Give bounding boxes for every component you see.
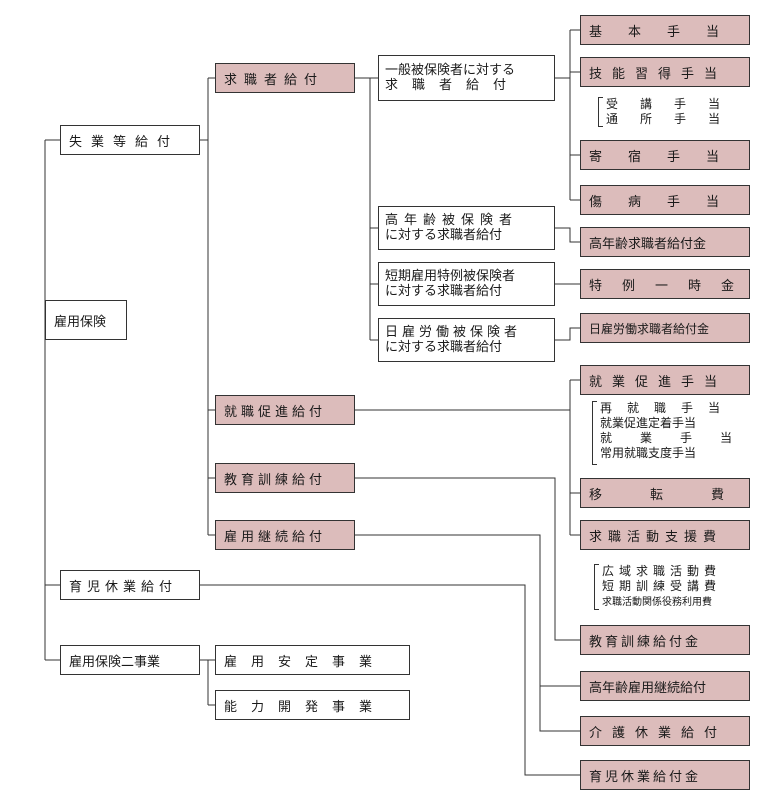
sai-label: 再就職手当: [600, 401, 736, 415]
hiyatoi-box: 日雇労働被保険者 に対する求職者給付: [378, 318, 555, 362]
ippan-box: 一般被保険者に対する 求職者給付: [378, 55, 555, 101]
shobyo-box: 傷病手当: [580, 185, 750, 215]
sai-group: 再就職手当 就業促進定着手当 就業手当 常用就職支度手当: [600, 401, 746, 461]
root-box: 雇用保険: [45, 300, 127, 340]
ippan-line1: 一般被保険者に対する: [385, 63, 516, 78]
teichaku-label: 就業促進定着手当: [600, 416, 697, 430]
tanki-box: 短期雇用特例被保険者 に対する求職者給付: [378, 262, 555, 306]
kishuku-label: 寄宿手当: [589, 149, 746, 165]
konenrei-keizoku-box: 高年齢雇用継続給付: [580, 671, 750, 701]
shushoku-box: 就職促進給付: [215, 395, 355, 425]
shitsugyo-label: 失業等給付: [69, 134, 180, 150]
kyoiku-kin-box: 教育訓練給付金: [580, 625, 750, 655]
riyo-label: 求職活動関係役務利用費: [602, 597, 712, 608]
konenrei-line1: 高年齢被保険者: [385, 213, 519, 228]
tokurei-box: 特例一時金: [580, 269, 750, 299]
katsudo-box: 求職活動支援費: [580, 520, 750, 550]
shobyo-label: 傷病手当: [589, 194, 746, 210]
noryoku-box: 能力開発事業: [215, 690, 410, 720]
kaigo-box: 介護休業給付: [580, 716, 750, 746]
tanki-kunren-label: 短期訓練受講費: [602, 579, 722, 593]
kyushoku-label: 求職者給付: [224, 72, 325, 88]
gino-box: 技能習得手当: [580, 57, 750, 87]
joyo-label: 常用就職支度手当: [600, 446, 697, 460]
koiki-label: 広域求職活動費: [602, 564, 722, 578]
bracket-koiki: [594, 564, 599, 610]
kishuku-box: 寄宿手当: [580, 140, 750, 170]
shushoku-label: 就職促進給付: [224, 404, 327, 420]
konenrei-box: 高年齢被保険者 に対する求職者給付: [378, 206, 555, 250]
konenrei-keizoku-label: 高年齢雇用継続給付: [589, 680, 707, 696]
hiyatoi-kin-box: 日雇労働求職者給付金: [580, 313, 750, 343]
nijigyo-box: 雇用保険二事業: [60, 645, 200, 675]
bracket-jukou: [598, 97, 603, 127]
konenrei-line2: に対する求職者給付: [385, 228, 503, 243]
konenrei-kin-label: 高年齢求職者給付金: [589, 236, 707, 252]
ikuji-box: 育児休業給付: [60, 570, 200, 600]
kyushoku-box: 求職者給付: [215, 63, 355, 93]
koiki-group: 広域求職活動費 短期訓練受講費 求職活動関係役務利用費: [602, 564, 752, 610]
keizoku-box: 雇用継続給付: [215, 520, 355, 550]
hiyatoi-line2: に対する求職者給付: [385, 340, 503, 355]
shitsugyo-box: 失業等給付: [60, 125, 200, 155]
hiyatoi-line1: 日雇労働被保険者: [385, 325, 522, 340]
antei-box: 雇用安定事業: [215, 645, 410, 675]
jukou-label: 受講手当: [606, 97, 743, 111]
jukou-group: 受講手当 通所手当: [606, 97, 746, 127]
gino-label: 技能習得手当: [589, 66, 728, 82]
kaigo-label: 介護休業給付: [589, 725, 728, 741]
ippan-line2: 求職者給付: [385, 78, 521, 93]
ikuji-kin-box: 育児休業給付金: [580, 760, 750, 790]
konenrei-kin-box: 高年齢求職者給付金: [580, 227, 750, 257]
kyoiku-box: 教育訓練給付: [215, 463, 355, 493]
kihon-box: 基本手当: [580, 15, 750, 45]
keizoku-label: 雇用継続給付: [224, 529, 327, 545]
iten-label: 移転費: [589, 487, 767, 503]
shugyo-teate-label: 就業手当: [600, 431, 761, 445]
root-label: 雇用保険: [54, 314, 107, 330]
tsusho-label: 通所手当: [606, 112, 743, 126]
bracket-sai: [592, 401, 597, 465]
kihon-label: 基本手当: [589, 24, 746, 40]
kyoiku-label: 教育訓練給付: [224, 472, 327, 488]
shugyo-box: 就業促進手当: [580, 365, 750, 395]
nijigyo-label: 雇用保険二事業: [69, 654, 161, 670]
tanki-line2: に対する求職者給付: [385, 284, 503, 299]
katsudo-label: 求職活動支援費: [589, 529, 723, 545]
antei-label: 雇用安定事業: [224, 654, 387, 670]
noryoku-label: 能力開発事業: [224, 699, 387, 715]
ikuji-label: 育児休業給付: [69, 579, 178, 595]
hiyatoi-kin-label: 日雇労働求職者給付金: [589, 321, 710, 336]
shugyo-label: 就業促進手当: [589, 374, 728, 390]
iten-box: 移転費: [580, 478, 750, 508]
tanki-line1: 短期雇用特例被保険者: [385, 269, 516, 284]
tokurei-label: 特例一時金: [589, 278, 755, 294]
ikuji-kin-label: 育児休業給付金: [589, 769, 702, 785]
kyoiku-kin-label: 教育訓練給付金: [589, 634, 702, 650]
